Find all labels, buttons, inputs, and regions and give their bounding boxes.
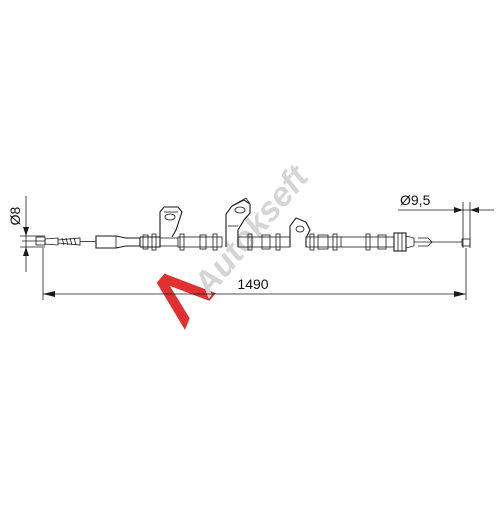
right-sheath xyxy=(305,233,395,251)
main-sheath-left xyxy=(140,233,178,251)
main-sheath-middle xyxy=(177,233,223,251)
mounting-bracket-2 xyxy=(225,197,251,247)
right-diameter-label: Ø9,5 xyxy=(400,192,431,208)
left-diameter-dimension: Ø8 xyxy=(7,196,45,272)
length-label: 1490 xyxy=(237,276,268,292)
watermark-accent-mark xyxy=(156,273,216,330)
left-end-fitting xyxy=(22,236,96,246)
right-diameter-dimension: Ø9,5 xyxy=(398,192,494,248)
mounting-bracket-3 xyxy=(289,217,311,247)
length-dimension: 1490 xyxy=(42,248,467,300)
cable-assembly xyxy=(22,197,471,252)
watermark-logo: Autokseft xyxy=(156,157,317,330)
right-end-nut xyxy=(393,232,415,252)
right-end-fitting xyxy=(414,237,471,247)
left-diameter-label: Ø8 xyxy=(7,206,23,225)
mounting-bracket-1 xyxy=(159,206,183,238)
left-ferrule xyxy=(95,235,141,249)
